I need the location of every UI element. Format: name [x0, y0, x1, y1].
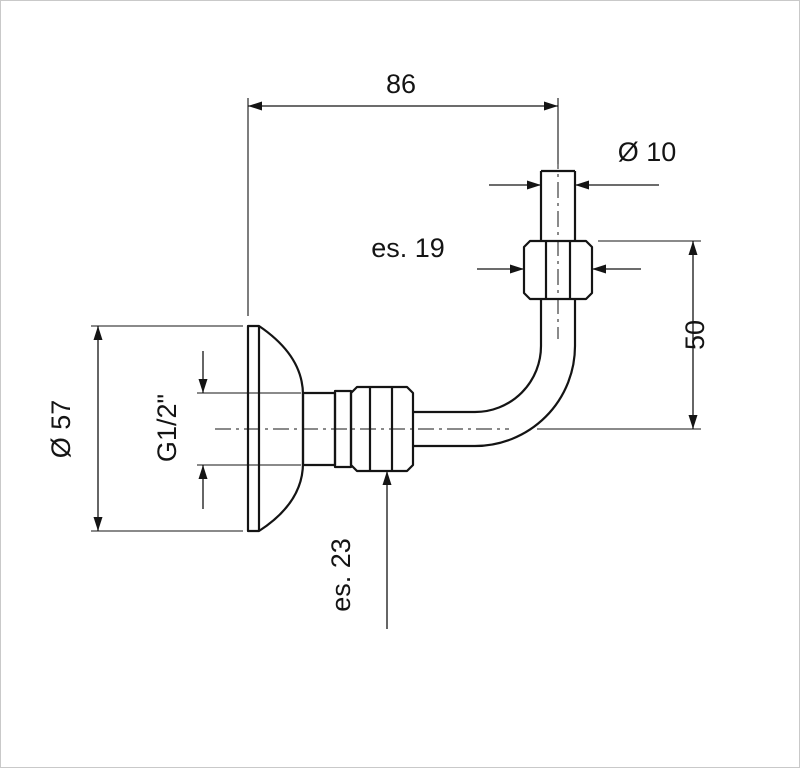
dim57-label: Ø 57 — [46, 400, 76, 459]
pipe-elbow-inner-arc — [474, 345, 543, 414]
hex-nut-large-outline — [349, 385, 415, 473]
dimG12-label: G1/2" — [152, 394, 182, 462]
dim10-label: Ø 10 — [618, 137, 677, 167]
hex-nut-small-outline — [522, 239, 594, 301]
pipe-elbow-outer-arc — [474, 345, 577, 448]
dim-es19-label: es. 19 — [371, 233, 445, 263]
dim50-label: 50 — [680, 320, 710, 350]
dim86-label: 86 — [386, 69, 416, 99]
dim-es23-label: es. 23 — [326, 538, 356, 612]
